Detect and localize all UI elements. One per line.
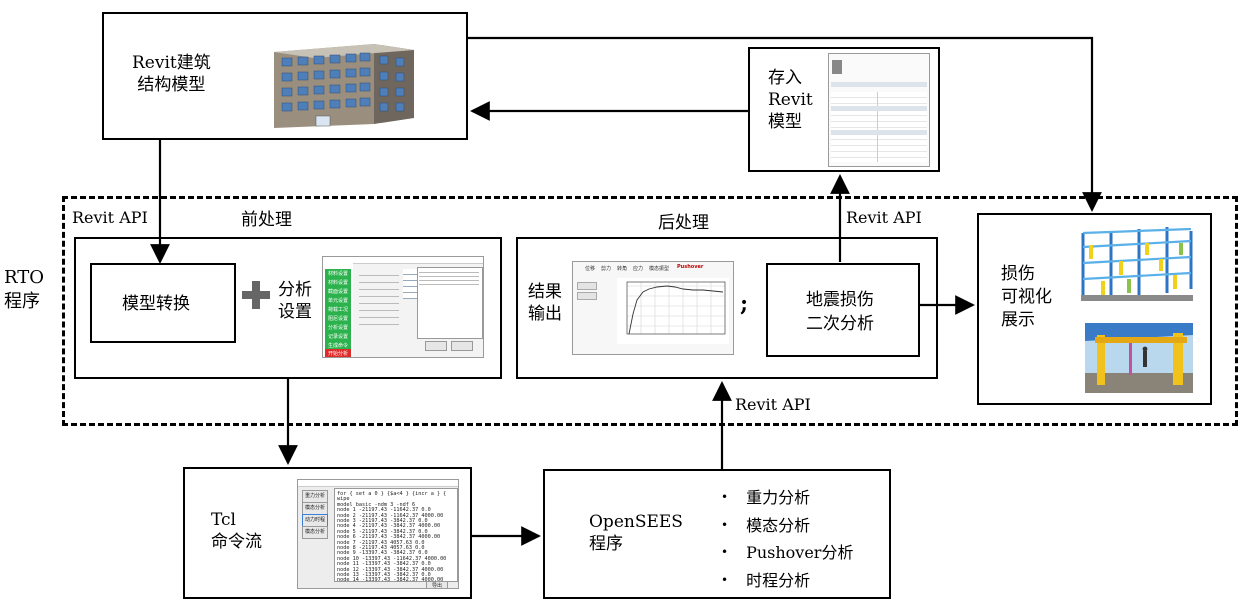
- tcl-command-line: node 10 -13397.43 -11642.37 4000.00: [337, 555, 447, 562]
- interior-render-icon: [1085, 323, 1193, 393]
- feature-pushover: Pushover分析: [721, 540, 853, 568]
- nav-btn-5[interactable]: 荷载工况: [325, 305, 351, 316]
- damage-vis-label: 损伤 可视化 展示: [1001, 264, 1052, 330]
- model-convert-box: 模型转换: [90, 263, 236, 343]
- nav-btn-6[interactable]: 阻尼设置: [325, 314, 351, 325]
- secondary-analysis-label: 地震损伤 二次分析: [806, 290, 874, 334]
- model-convert-label: 模型转换: [122, 294, 190, 314]
- save-revit-box: 存入 Revit 模型: [748, 47, 940, 172]
- tcl-box: Tcl 命令流 重力分析 模态分析 动力时程 模态分析 for { set a …: [183, 467, 472, 599]
- result-output-label: 结果 输出: [528, 282, 562, 324]
- result-chart-window: 位移 剪力 转角 应力 模态振型 Pushover: [572, 261, 734, 355]
- pushover-curve-plot: [617, 278, 729, 344]
- tcl-command-line: node 14 -13397.43 -3842.37 4000.00: [337, 577, 444, 582]
- nav-btn-4[interactable]: 单元设置: [325, 296, 351, 307]
- revit-model-label: Revit建筑 结构模型: [132, 53, 211, 95]
- tcl-btn-modal-2[interactable]: 模态分析: [302, 526, 328, 539]
- damage-vis-box: 损伤 可视化 展示: [977, 213, 1212, 405]
- tcl-command-window: 重力分析 模态分析 动力时程 模态分析 for { set a 0 } {$a<…: [297, 479, 459, 589]
- nav-btn-1[interactable]: 材料设置: [325, 269, 351, 280]
- tcl-command-line: wipe: [337, 496, 350, 503]
- tcl-export-button[interactable]: 导出: [426, 581, 448, 588]
- feature-modal: 模态分析: [721, 513, 853, 541]
- semicolon-separator: ;: [740, 291, 749, 317]
- chart-tab-1[interactable]: 位移: [585, 266, 596, 272]
- opensees-feature-list: 重力分析 模态分析 Pushover分析 时程分析: [721, 485, 853, 595]
- feature-time-history: 时程分析: [721, 568, 853, 596]
- tcl-command-line: node 13 -13397.43 -3842.37 0.0: [337, 572, 431, 578]
- analysis-settings-label: 分析 设置: [278, 280, 312, 322]
- revit-api-label-top: Revit API: [846, 208, 922, 227]
- nav-btn-7[interactable]: 分析设置: [325, 323, 351, 334]
- chart-tab-5[interactable]: 模态振型: [649, 266, 670, 272]
- preprocess-title: 前处理: [241, 210, 292, 230]
- tcl-command-line: node 11 -13397.43 -3842.37 0.0: [337, 561, 431, 568]
- tcl-command-line: node 8 -21197.43 4057.63 0.0: [337, 545, 425, 551]
- opensees-label: OpenSEES 程序: [589, 512, 683, 554]
- chart-tab-3[interactable]: 转角: [617, 266, 628, 272]
- nav-btn-2[interactable]: 材料设置: [325, 278, 351, 289]
- nav-btn-8[interactable]: 记录设置: [325, 332, 351, 343]
- analysis-settings-window: 材料设置 材料设置 截面设置 单元设置 荷载工况 阻尼设置 分析设置 记录设置 …: [322, 256, 484, 358]
- feature-gravity: 重力分析: [721, 485, 853, 513]
- postprocess-box: 结果 输出 位移 剪力 转角 应力 模态振型 Pushover ; 地震损伤 二…: [516, 237, 938, 379]
- building-3d-icon: [274, 44, 414, 128]
- chart-tab-4[interactable]: 应力: [633, 266, 644, 272]
- chart-tab-2[interactable]: 剪力: [601, 266, 612, 272]
- tcl-command-line: node 4 -21197.43 -3842.37 4000.00: [337, 523, 441, 530]
- revit-properties-panel: [828, 53, 930, 167]
- tcl-command-line: node 9 -13397.43 -3842.37 0.0: [337, 550, 428, 557]
- rto-program-label: RTO 程序: [4, 267, 44, 312]
- save-revit-label: 存入 Revit 模型: [768, 68, 813, 132]
- tcl-command-line: node 6 -21197.43 -3842.37 4000.00: [337, 534, 441, 541]
- tcl-command-line: node 12 -13397.43 -3842.37 4000.00: [337, 566, 444, 573]
- arrow-model-to-vis: [468, 36, 1102, 212]
- revit-api-label-bottom: Revit API: [735, 395, 811, 414]
- start-analysis-button[interactable]: 开始分析: [325, 349, 351, 357]
- preprocess-box: 模型转换 分析 设置 材料设置 材料设置 截面设置 单元设置 荷载工况 阻尼设置…: [74, 237, 502, 379]
- tcl-command-line: node 2 -21197.43 -11642.37 4000.00: [337, 512, 444, 519]
- damaged-frame-3d-icon: [1081, 227, 1193, 301]
- tcl-command-line: node 1 -21197.43 -11642.37 0.0: [337, 507, 431, 514]
- tcl-command-line: for { set a 0 } {$a<4 } {incr a } {: [337, 491, 447, 497]
- chart-tab-active[interactable]: Pushover: [677, 264, 704, 270]
- secondary-analysis-box: 地震损伤 二次分析: [766, 263, 920, 357]
- nav-btn-3[interactable]: 截面设置: [325, 287, 351, 298]
- postprocess-title: 后处理: [658, 213, 709, 233]
- tcl-command-line: node 7 -21197.43 4057.63 0.0: [337, 539, 425, 546]
- rto-program-region: [62, 196, 1238, 426]
- plus-icon: [242, 281, 270, 309]
- revit-model-box: Revit建筑 结构模型: [102, 12, 468, 140]
- tcl-command-line: node 5 -21197.43 -3842.37 0.0: [337, 528, 428, 535]
- tcl-command-line: node 3 -21197.43 -3842.37 0.0: [337, 518, 428, 524]
- tcl-command-line: model basic -ndm 3 -ndf 6: [337, 501, 416, 508]
- opensees-box: OpenSEES 程序 重力分析 模态分析 Pushover分析 时程分析: [543, 469, 891, 599]
- tcl-label: Tcl 命令流: [211, 510, 262, 552]
- nav-btn-9[interactable]: 生成命令: [325, 341, 351, 352]
- revit-api-label-left: Revit API: [72, 208, 148, 227]
